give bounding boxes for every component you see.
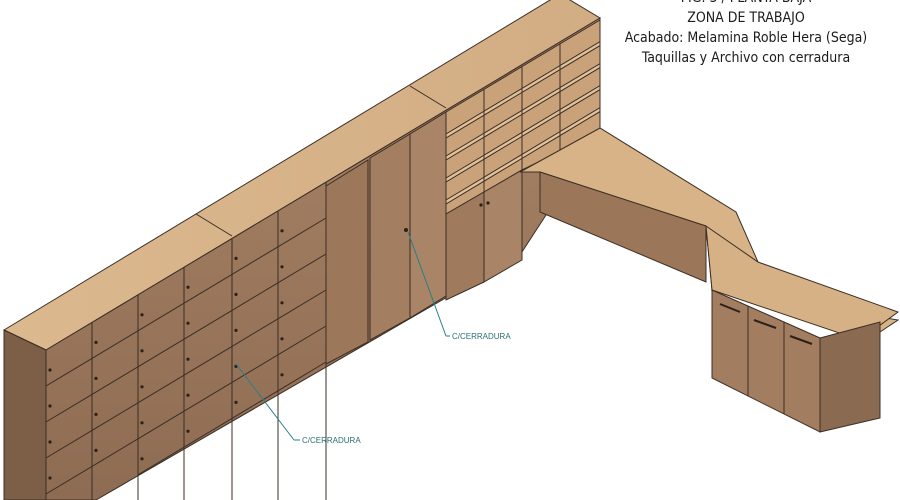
drawing-title-block: FIG. 3 / PLANTA BAJA ZONA DE TRABAJO Aca… [596,0,896,68]
locker-door-edge [277,361,327,392]
locker-door-edge [277,217,327,248]
shelf-board [559,106,601,137]
callout-lock-1: C/CERRADURA [407,231,511,341]
shelf-board [559,62,601,93]
drawer-handles [719,303,813,345]
locker-lock-dot [48,440,52,444]
title-line-2: ZONA DE TRABAJO [687,10,805,26]
locker-lock-dot [140,457,144,461]
locker-lock-dot [94,412,98,416]
locker-lock-dot [48,404,52,408]
cabinet-left-side [3,329,47,500]
locker-door-edge [137,446,185,476]
locker-door-edge [45,393,93,423]
locker-lock-dot [48,368,52,372]
locker-door-edge [277,253,327,284]
locker-door-edge [183,345,233,376]
locker-lock-dot [280,265,284,269]
locker-lock-dot [186,285,190,289]
locker-door-edge [231,354,279,383]
locker-door-edge [137,410,185,440]
callout-label: C/CERRADURA [452,332,511,341]
locker-lock-dot [280,301,284,305]
locker-lock-dot [140,349,144,353]
locker-door-edge [231,282,279,311]
callout-lock-2: C/CERRADURA [235,363,361,445]
locker-door-edge [137,302,185,332]
locker-door-edge [231,390,279,419]
locker-lock-dot [234,256,238,260]
locker-lock-dot [140,385,144,389]
locker-door-edge [45,429,93,459]
locker-lock-dot [140,313,144,317]
locker-lock-dot [94,376,98,380]
locker-lock-dot [280,229,284,233]
locker-lock-dot [186,429,190,433]
callout-label: C/CERRADURA [302,436,361,445]
locker-door-edge [45,465,93,495]
locker-door-edge [91,402,139,431]
locker-door-edge [183,381,233,412]
desk-pedestal-side [819,321,881,433]
locker-door-edge [137,338,185,368]
locker-door-edge [137,374,185,404]
shelf-board [559,84,601,115]
title-line-4: Taquillas y Archivo con cerradura [641,50,851,66]
locker-door-edge [91,366,139,395]
locker-lock-dot [234,400,238,404]
locker-door-edge [277,325,327,356]
locker-lock-dot [234,328,238,332]
locker-door-edge [231,246,279,275]
locker-door-edge [45,357,93,387]
locker-lock-dot [140,421,144,425]
locker-door-edge [183,417,233,448]
desk-modesty-panel [539,171,707,283]
locker-lock-dot [280,337,284,341]
locker-grid [45,182,327,500]
locker-lock-dot [186,357,190,361]
locker-lock-dot [48,476,52,480]
locker-door-edge [183,309,233,340]
locker-lock-dot [94,448,98,452]
locker-door-edge [91,438,139,467]
title-line-1: FIG. 3 / PLANTA BAJA [596,0,896,8]
title-line-3: Acabado: Melamina Roble Hera (Sega) [624,30,868,46]
open-shelving [445,19,601,222]
top-joint [409,85,447,109]
locker-door-edge [231,318,279,347]
shelf-board [559,40,601,71]
locker-lock-dot [186,321,190,325]
locker-door-edge [277,289,327,320]
locker-door-edge [91,330,139,359]
lock-dot [404,228,408,232]
locker-door-edge [183,273,233,304]
locker-lock-dot [94,340,98,344]
locker-lock-dot [234,292,238,296]
locker-lock-dot [280,373,284,377]
low-cabinet-doors [445,169,523,301]
locker-lock-dot [186,393,190,397]
top-joint [195,213,233,237]
